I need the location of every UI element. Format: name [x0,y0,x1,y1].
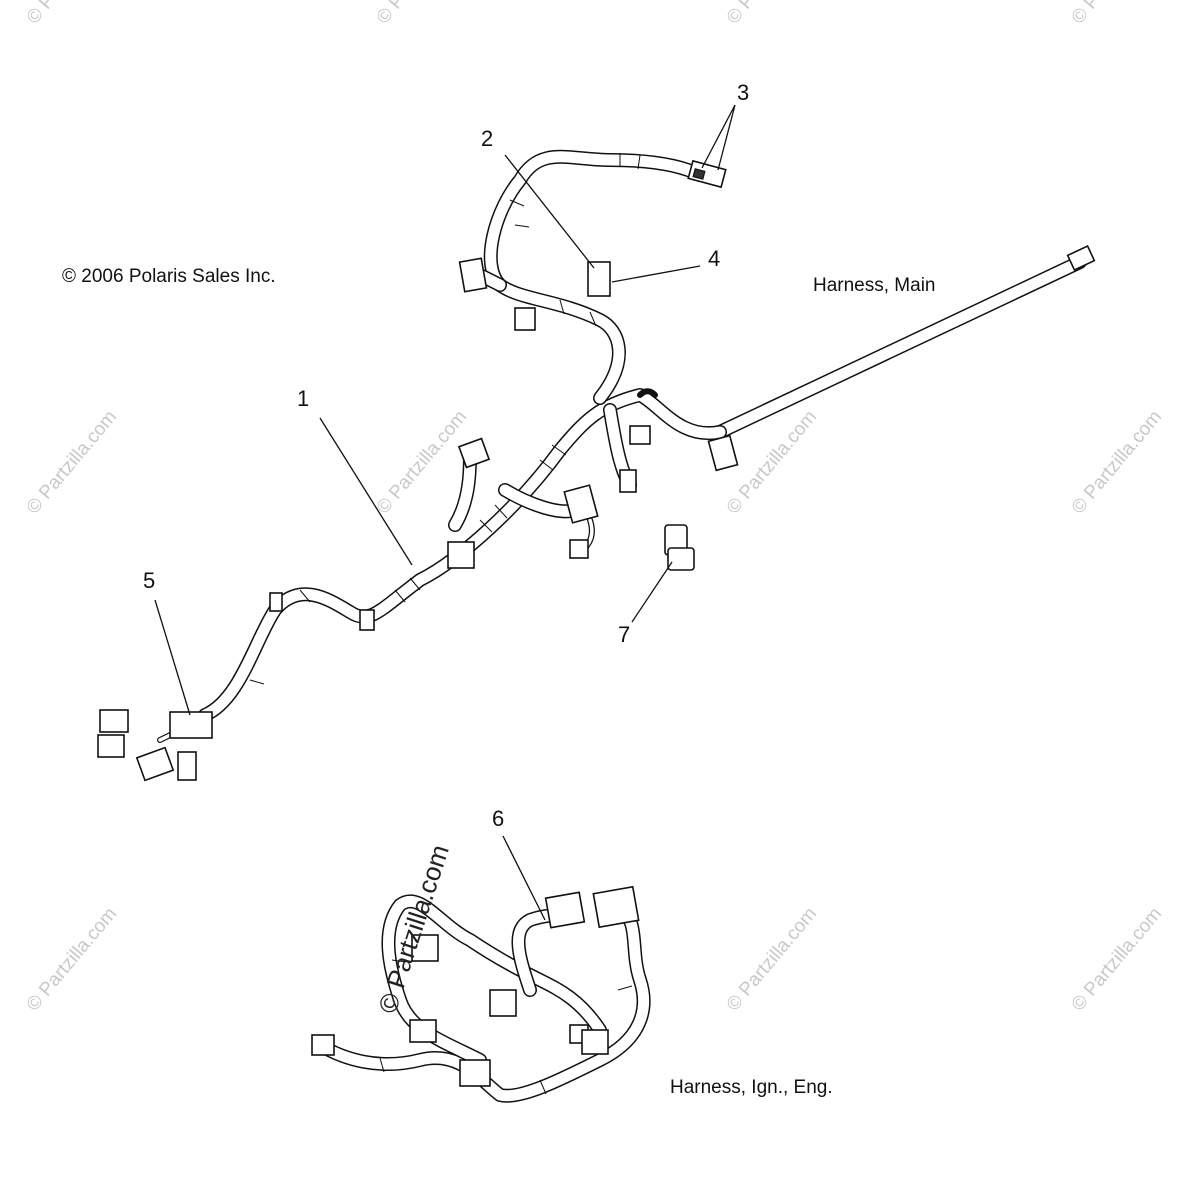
callout-6: 6 [492,806,504,831]
connector-clip-mid [359,609,375,631]
connector-center [629,425,651,445]
ign-eng-harness [311,885,651,1103]
callout-4: 4 [708,246,720,271]
callout-1: 1 [297,386,309,411]
connector-item-3 [687,159,727,189]
watermark: © Partzilla.com [723,904,821,1016]
connector-item-5e [177,751,197,781]
main-harness-connectors [97,159,739,782]
copyright-text: © 2006 Polaris Sales Inc. [62,266,276,287]
callout-5: 5 [143,568,155,593]
connector-ign-grommet [581,1029,609,1055]
connector-clip-1 [447,541,475,569]
connector-right-mid [563,484,599,524]
connector-mid-left [457,437,491,469]
connector-right-lower [707,434,739,472]
leader-lines [154,104,736,921]
connector-item-5d [135,746,175,782]
connector-item-2 [587,261,611,297]
connector-ign-bottom [459,1059,491,1087]
ign-harness-connectors [311,885,640,1087]
connector-item-5b [97,734,125,758]
connector-item-5a [99,709,129,733]
watermark: © Partzilla.com [23,0,121,28]
connector-ign-left [311,1034,335,1056]
callout-2: 2 [481,126,493,151]
connector-top-left [458,257,488,293]
connector-down [619,469,637,493]
connector-upper-mid [514,307,536,331]
connector-item-5c [169,711,213,739]
connector-item-6b [592,885,640,929]
callout-3: 3 [737,80,749,105]
watermark: © Partzilla.com [1068,407,1166,519]
connector-ign-mid [489,989,517,1017]
connector-ign-upper [411,934,439,962]
connector-end-right [1066,245,1096,271]
tape-rings [249,153,641,685]
connector-small [569,539,589,559]
label-harness-main: Harness, Main [813,275,936,296]
callouts: 1 2 3 4 5 6 7 [143,80,749,831]
connector-clip-left [269,592,283,612]
main-harness [97,149,1096,782]
label-harness-ign: Harness, Ign., Eng. [670,1077,833,1098]
part-item-7 [664,524,695,571]
watermark: © Partzilla.com [1068,0,1166,28]
watermark: © Partzilla.com [723,0,821,28]
connector-item-6a [544,891,586,929]
connector-ign-lower [409,1019,437,1043]
watermark: © Partzilla.com [23,407,121,519]
watermark: © Partzilla.com [1068,904,1166,1016]
watermark: © Partzilla.com [373,407,471,519]
callout-7: 7 [618,622,630,647]
watermark: © Partzilla.com [373,0,471,28]
watermark: © Partzilla.com [23,904,121,1016]
